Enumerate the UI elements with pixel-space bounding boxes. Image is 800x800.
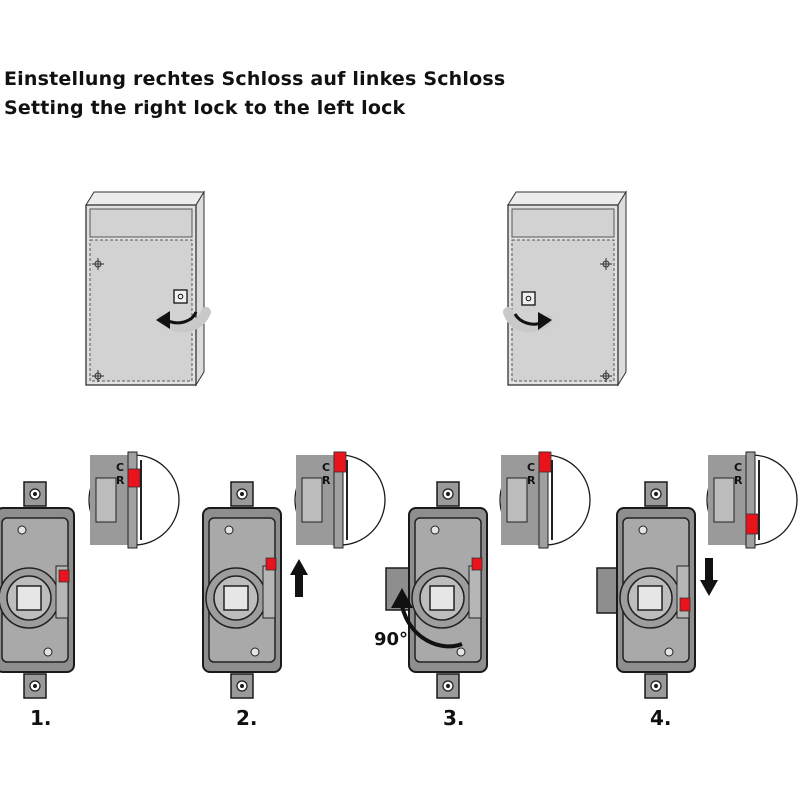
step-label-2: 2. xyxy=(236,706,258,730)
lock-step-1 xyxy=(0,482,74,698)
lock-mark-r: R xyxy=(734,474,743,487)
lock-step-3 xyxy=(409,482,487,698)
detail-lens-step-3: C R xyxy=(499,451,591,549)
rotate-arrow-right-icon xyxy=(503,307,553,333)
cabinet-left-lock xyxy=(507,191,627,386)
title-german: Einstellung rechtes Schloss auf linkes S… xyxy=(4,68,506,90)
step-label-3: 3. xyxy=(443,706,465,730)
lock-mark-c: C xyxy=(527,461,535,474)
lock-mark-c: C xyxy=(322,461,330,474)
rotate-arrow-left-icon xyxy=(156,307,211,333)
rotate-90-arrow-icon xyxy=(391,588,463,649)
detail-lens-step-4: C R xyxy=(706,451,798,549)
arrow-down-icon xyxy=(700,558,718,596)
lock-mark-r: R xyxy=(116,474,125,487)
lock-step-4 xyxy=(617,482,695,698)
step-label-1: 1. xyxy=(30,706,52,730)
detail-lens-step-1: C R xyxy=(88,451,180,549)
cabinet-right-lock xyxy=(85,191,205,386)
detail-lens-step-2: C R xyxy=(294,451,386,549)
arrow-up-icon xyxy=(290,559,308,597)
lock-step-2 xyxy=(203,482,281,698)
lock-mark-c: C xyxy=(734,461,742,474)
lock-mark-c: C xyxy=(116,461,124,474)
lock-mark-r: R xyxy=(322,474,331,487)
title-english: Setting the right lock to the left lock xyxy=(4,97,406,119)
angle-label: 90° xyxy=(374,629,408,650)
step-label-4: 4. xyxy=(650,706,672,730)
lock-mark-r: R xyxy=(527,474,536,487)
